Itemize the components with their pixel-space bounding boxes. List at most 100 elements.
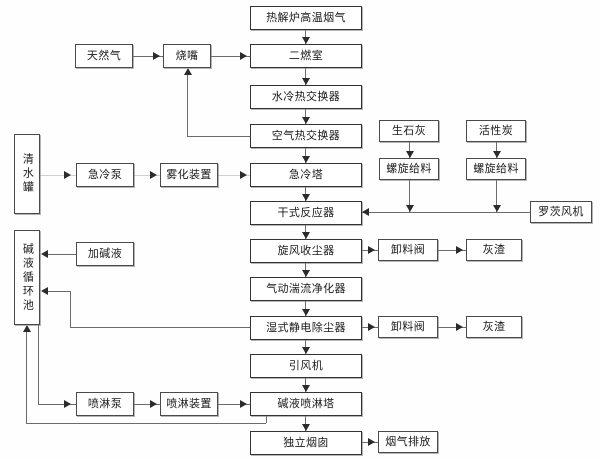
arrowhead-down: [493, 151, 501, 158]
node-roots-blower[interactable]: 罗茨风机: [530, 201, 592, 223]
arrowhead-left: [362, 208, 369, 216]
node-secondary-chamber[interactable]: 二燃室: [250, 44, 362, 68]
node-label: 生石灰: [391, 123, 427, 137]
node-label: 罗茨风机: [538, 204, 584, 218]
node-label: 灰渣: [482, 242, 506, 256]
edge-atomizer-to-quench: [218, 175, 250, 176]
node-screw-feeder-lime[interactable]: 螺旋给料: [379, 158, 439, 180]
node-clean-water-tank[interactable]: 清水罐: [14, 134, 40, 214]
node-activated-carbon[interactable]: 活性炭: [466, 120, 526, 142]
arrowhead-down: [302, 194, 310, 201]
arrowhead-down: [302, 385, 310, 392]
edge-device-to-spraytower: [218, 404, 250, 405]
node-label: 灰渣: [482, 319, 506, 333]
arrowhead-right: [368, 246, 375, 254]
node-label: 旋风收尘器: [277, 243, 335, 257]
arrowhead-down: [302, 156, 310, 163]
arrowhead-down: [302, 117, 310, 124]
arrowhead-right: [368, 438, 375, 446]
edge-wetesp-to-pool-h2: [48, 291, 70, 292]
node-turbulence-purifier[interactable]: 气动湍流净化器: [250, 277, 362, 301]
node-dry-reactor[interactable]: 干式反应器: [250, 201, 362, 225]
arrowhead-down: [302, 270, 310, 277]
node-spray-pump[interactable]: 喷淋泵: [76, 392, 134, 416]
node-label: 喷淋泵: [87, 396, 123, 410]
edge-pump-to-atomizer: [134, 175, 160, 176]
node-label: 螺旋给料: [386, 161, 432, 175]
node-cyclone-dust-collector[interactable]: 旋风收尘器: [250, 239, 362, 263]
arrowhead-right: [150, 400, 157, 408]
node-label: 碱液循环池: [21, 242, 35, 313]
edge-spraytower-drain-v2: [26, 332, 27, 423]
node-quench-tower[interactable]: 急冷塔: [250, 163, 362, 187]
node-alkali-spray-tower[interactable]: 碱液喷淋塔: [250, 392, 362, 416]
node-add-alkali[interactable]: 加碱液: [76, 242, 134, 266]
node-flue-gas-emission[interactable]: 烟气排放: [378, 431, 438, 453]
node-label: 螺旋给料: [473, 161, 519, 175]
node-spray-device[interactable]: 喷淋装置: [160, 392, 218, 416]
arrowhead-right: [153, 52, 160, 60]
node-label: 空气热交换器: [271, 128, 341, 142]
arrowhead-right: [368, 323, 375, 331]
node-label: 碱液喷淋塔: [277, 396, 335, 410]
arrowhead-down: [406, 151, 414, 158]
edge-addalkali-to-pool: [48, 254, 76, 255]
node-label: 烧嘴: [175, 48, 199, 62]
arrowhead-right: [240, 52, 247, 60]
arrowhead-up: [23, 325, 31, 332]
node-ash-slag-2[interactable]: 灰渣: [466, 316, 522, 338]
node-burner[interactable]: 烧嘴: [163, 44, 211, 68]
arrowhead-down: [302, 37, 310, 44]
node-wet-electrostatic-precipitator[interactable]: 湿式静电除尘器: [250, 316, 362, 340]
arrowhead-down: [493, 205, 501, 212]
arrowhead-down: [302, 78, 310, 85]
edge-spraytower-drain-v1: [266, 416, 267, 423]
edge-tank-to-pump: [40, 175, 76, 176]
node-label: 干式反应器: [277, 205, 335, 219]
edge-pool-to-spraypump-v: [38, 325, 39, 404]
node-label: 雾化装置: [166, 167, 212, 181]
edge-valve2-to-ash2: [438, 327, 466, 328]
edge-airhx-to-burner-h: [187, 136, 250, 137]
node-label: 热解炉高温烟气: [266, 10, 346, 24]
node-air-heat-exchanger[interactable]: 空气热交换器: [250, 124, 362, 148]
node-discharge-valve-1[interactable]: 卸料阀: [378, 239, 438, 261]
arrowhead-right: [64, 400, 71, 408]
arrowhead-down: [302, 309, 310, 316]
node-label: 卸料阀: [390, 242, 426, 256]
node-discharge-valve-2[interactable]: 卸料阀: [378, 316, 438, 338]
edge-waterhx-to-airhx: [305, 109, 306, 124]
node-induced-draft-fan[interactable]: 引风机: [250, 354, 362, 378]
node-screw-feeder-carbon[interactable]: 螺旋给料: [466, 158, 526, 180]
node-quicklime[interactable]: 生石灰: [379, 120, 439, 142]
edge-pool-to-spraypump-h: [38, 404, 76, 405]
edge-spraypump-to-device: [134, 404, 160, 405]
node-water-cooled-heat-exchanger[interactable]: 水冷热交换器: [250, 85, 362, 109]
node-label: 水冷热交换器: [271, 89, 341, 103]
edge-airhx-to-quench: [305, 148, 306, 163]
node-label: 清水罐: [21, 153, 35, 195]
node-atomizing-device[interactable]: 雾化装置: [160, 163, 218, 187]
node-pyrolysis-flue-gas[interactable]: 热解炉高温烟气: [250, 6, 362, 30]
node-label: 二燃室: [288, 48, 324, 62]
arrowhead-right: [240, 400, 247, 408]
edge-purifier-to-wetesp: [305, 301, 306, 316]
node-independent-stack[interactable]: 独立烟囱: [250, 431, 362, 455]
edge-lime-to-feeder: [409, 142, 410, 158]
node-ash-slag-1[interactable]: 灰渣: [466, 239, 522, 261]
node-quench-pump[interactable]: 急冷泵: [76, 163, 134, 187]
node-natural-gas[interactable]: 天然气: [75, 44, 133, 68]
edge-wetesp-to-pool-v: [70, 291, 71, 327]
edge-airhx-to-burner-v: [187, 75, 188, 136]
edge-spraytower-to-stack: [305, 416, 306, 431]
edge-carbon-to-feeder: [496, 142, 497, 158]
edge-valve1-to-ash1: [438, 250, 466, 251]
node-label: 天然气: [86, 48, 122, 62]
node-label: 湿式静电除尘器: [266, 320, 346, 334]
arrowhead-right: [456, 246, 463, 254]
node-label: 引风机: [288, 358, 324, 372]
node-alkali-circulation-pool[interactable]: 碱液循环池: [14, 230, 40, 325]
node-label: 急冷塔: [288, 167, 324, 181]
edge-gas-to-burner: [133, 56, 163, 57]
